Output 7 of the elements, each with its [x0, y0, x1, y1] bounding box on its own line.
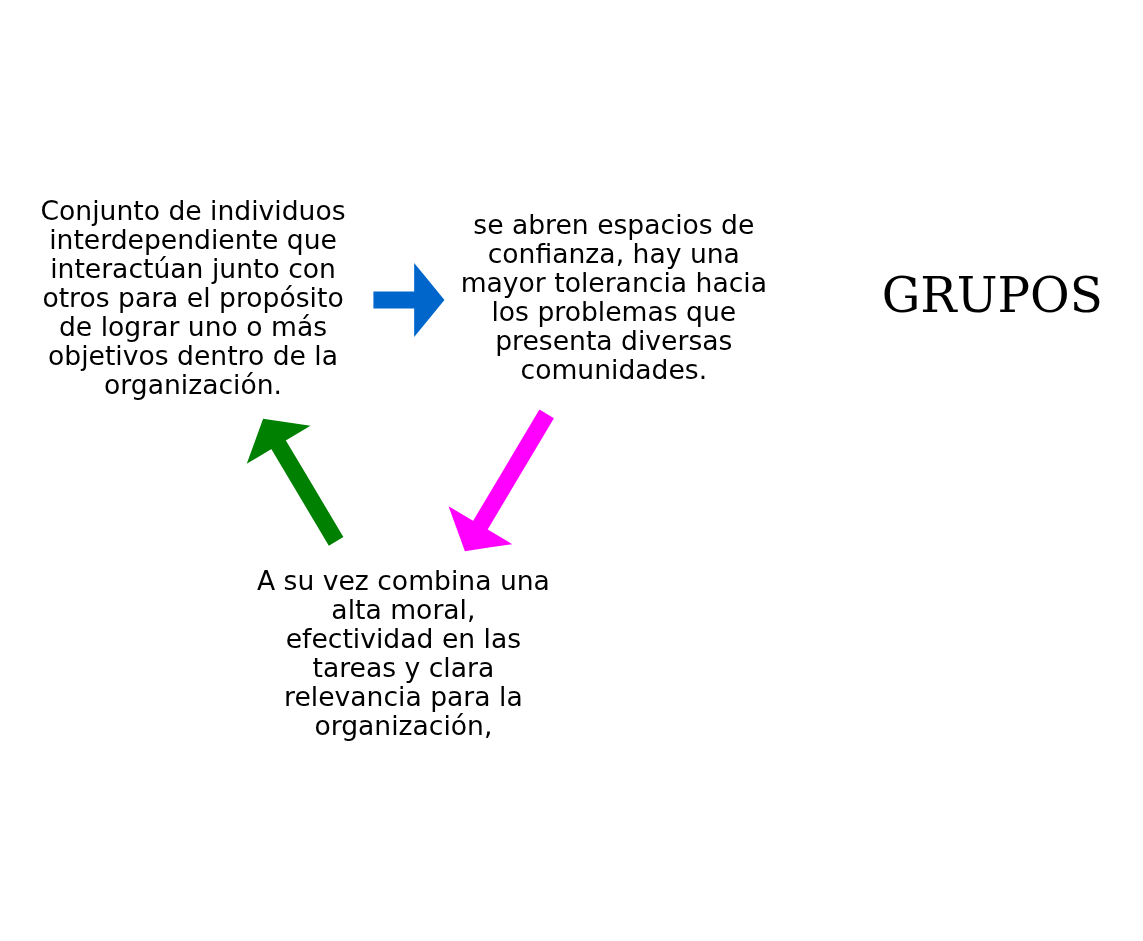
node-text: se abren espacios de confianza, hay una mayor tolerancia hacia los problemas que presenta diversas comunidades. — [460, 209, 767, 386]
arrow — [373, 262, 445, 338]
node-text: Conjunto de individuos interdependiente que interactúan junto con otros para el propósito de lograr uno o más objetivos dentro de la organización. — [40, 194, 346, 400]
arrow — [246, 418, 344, 546]
node-text: A su vez combina una alta moral, efectividad en las tareas y clara relevancia para la organización, — [256, 564, 550, 741]
label: GRUPOS — [881, 267, 1103, 324]
arrow — [448, 409, 554, 552]
